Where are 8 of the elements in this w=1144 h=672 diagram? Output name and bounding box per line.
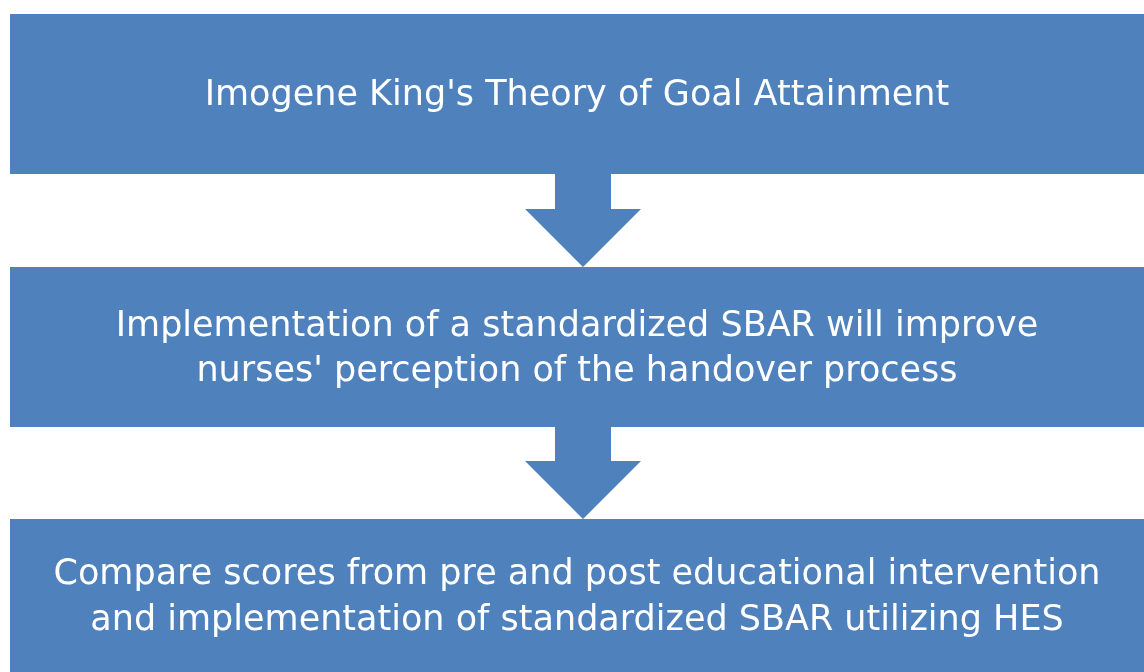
box-text: Implementation of a standardized SBAR will improve nurses' perception of the handover process [114,302,1040,391]
process-box [10,519,1144,672]
process-box [10,14,1144,174]
down-arrow [525,427,641,519]
box-text: Compare scores from pre and post educational intervention and implementation of standardized SBAR utilizing HES [52,551,1102,640]
process-box [10,267,1144,427]
box-text: Imogene King's Theory of Goal Attainment [204,72,950,116]
down-arrow [525,174,641,267]
